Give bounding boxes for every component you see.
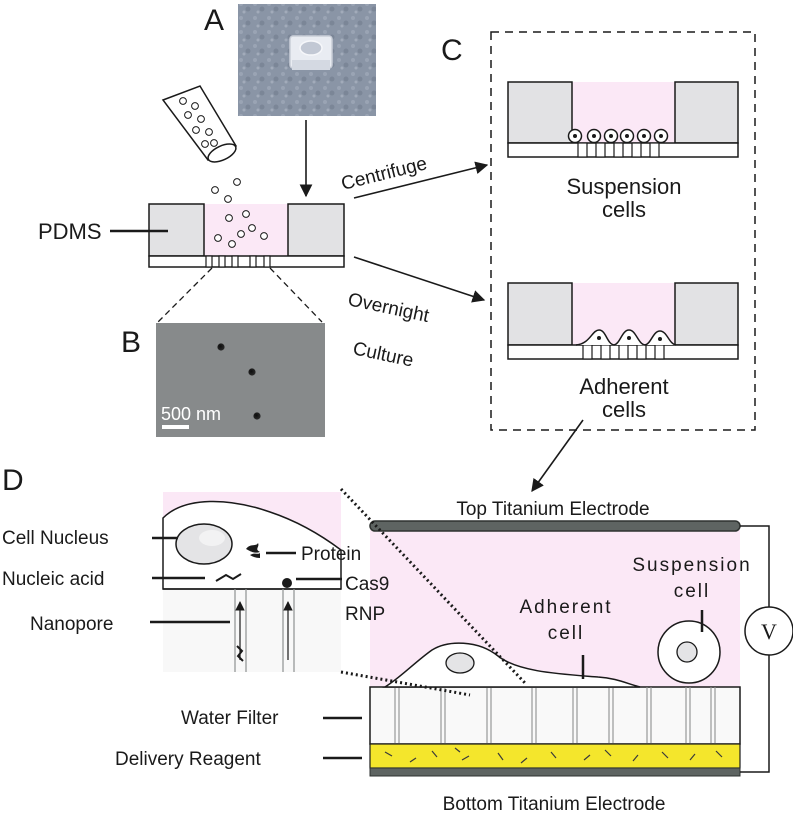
membrane [148, 255, 345, 268]
nanopore-dot [253, 412, 261, 420]
nanopore-label: Nanopore [30, 614, 113, 635]
water-filter-label: Water Filter [181, 708, 279, 729]
nucleus [676, 641, 698, 663]
inset-cell [162, 500, 342, 590]
nucleic-acid-icon [215, 573, 242, 582]
rnp-label: RNP [345, 604, 385, 625]
pdms-label: PDMS [38, 219, 102, 244]
adherent-cells [575, 329, 677, 346]
top-electrode-label: Top Titanium Electrode [456, 499, 649, 520]
panel-label-c: C [441, 34, 463, 67]
nucleus [445, 652, 475, 674]
adherent-cell-sublabel: cell [548, 623, 585, 644]
suspension-cell [657, 620, 721, 684]
reagent-molecules [384, 747, 723, 764]
cell-nucleus-label: Cell Nucleus [2, 528, 109, 549]
adherent-cells-subtitle: cells [602, 397, 646, 422]
culture-label: Culture [351, 338, 415, 371]
zoom-line [269, 267, 323, 323]
adherent-cell [382, 642, 641, 688]
arrow-to-panel-d [531, 419, 584, 493]
scale-bar-label: 500 nm [161, 404, 221, 424]
suspension-cells-title: Suspension [567, 174, 682, 199]
nanopore-dot [248, 368, 256, 376]
protein-icon [246, 543, 260, 558]
bottom-electrode-label: Bottom Titanium Electrode [443, 794, 666, 815]
photo-device [238, 4, 376, 116]
protein-label: Protein [301, 544, 361, 565]
circuit-wire [740, 655, 770, 773]
inset-zoom-line [340, 670, 471, 697]
delivery-reagent-label: Delivery Reagent [115, 749, 261, 770]
cas9-icon [282, 578, 292, 588]
circuit-wire [740, 525, 770, 607]
suspension-cells-subtitle: cells [602, 197, 646, 222]
panel-label-d: D [2, 464, 24, 497]
zoom-line [157, 267, 213, 323]
panel-c-frame [490, 31, 756, 431]
top-electrode [369, 520, 741, 532]
arrow-centrifuge [353, 161, 489, 199]
centrifuge-label: Centrifuge [339, 153, 429, 195]
falling-cells [211, 178, 268, 248]
arrow-overnight-culture [353, 256, 486, 303]
scale-bar [162, 425, 189, 429]
panel-label-a: A [204, 4, 224, 37]
voltmeter-icon [744, 606, 793, 656]
inset-zoom [162, 492, 342, 672]
adherent-cell-label: Adherent [519, 597, 612, 618]
suspension-cell-label: Suspension [632, 555, 751, 576]
device-suspension [507, 81, 739, 158]
panel-label-b: B [121, 326, 141, 359]
suspension-cell-sublabel: cell [674, 581, 711, 602]
nanopore-dot [217, 343, 225, 351]
sem-image: 500 nm [156, 323, 325, 437]
adherent-cells-title: Adherent [579, 374, 668, 399]
bottom-electrode [369, 767, 741, 777]
device-cross-section-a [148, 178, 345, 268]
device-adherent [507, 282, 739, 360]
water-filter [369, 686, 741, 745]
overnight-label: Overnight [346, 289, 432, 327]
nucleic-acid-label: Nucleic acid [2, 569, 104, 590]
voltmeter-label: V [761, 619, 777, 644]
pdms-block [287, 203, 345, 257]
pipette-tip-icon [161, 85, 238, 163]
cas9-label: Cas9 [345, 574, 389, 595]
